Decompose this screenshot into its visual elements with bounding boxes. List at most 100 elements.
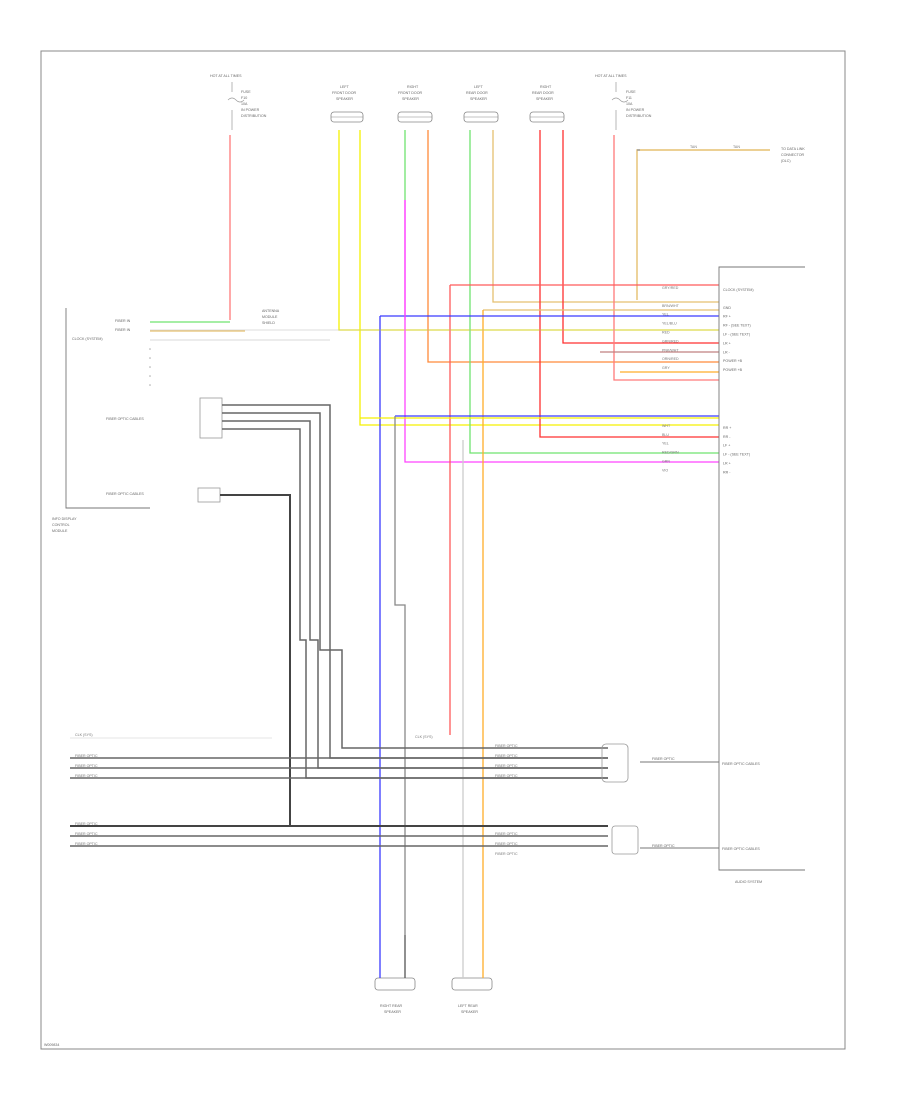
amp-pin-label: LR - — [723, 350, 731, 354]
svg-text:SPEAKER: SPEAKER — [470, 97, 487, 101]
amp-pin-label: RR + — [723, 426, 731, 430]
amp-pin-label: GND — [723, 306, 731, 310]
fuse-left: HOT AT ALL TIMES FUSE F10 10A IN POWER D… — [210, 74, 267, 130]
svg-text:SPEAKER: SPEAKER — [402, 97, 419, 101]
svg-text:FUSE: FUSE — [241, 90, 251, 94]
svg-text:FIBER OPTIC: FIBER OPTIC — [75, 832, 98, 836]
svg-text:FIBER IN: FIBER IN — [115, 319, 131, 323]
svg-text:TO DATA LINK: TO DATA LINK — [781, 147, 805, 151]
fuse-right: HOT AT ALL TIMES FUSE F11 10A IN POWER D… — [595, 74, 652, 130]
svg-text:FIBER OPTIC: FIBER OPTIC — [495, 774, 518, 778]
svg-text:RIGHT: RIGHT — [407, 85, 419, 89]
speaker-right-front-door: RIGHT FRONT DOOR SPEAKER — [397, 85, 433, 123]
svg-text:FIBER OPTIC: FIBER OPTIC — [652, 757, 675, 761]
amp-pin-label: RR - — [723, 435, 731, 439]
svg-text:FIBER OPTIC CABLES: FIBER OPTIC CABLES — [722, 762, 760, 766]
svg-text:ANTENNA: ANTENNA — [262, 309, 280, 313]
svg-text:FIBER OPTIC: FIBER OPTIC — [75, 822, 98, 826]
svg-text:HOT AT ALL TIMES: HOT AT ALL TIMES — [210, 74, 242, 78]
svg-text:FIBER OPTIC: FIBER OPTIC — [75, 842, 98, 846]
svg-text:MODULE: MODULE — [52, 529, 68, 533]
svg-text:F10: F10 — [241, 96, 247, 100]
svg-text:DISTRIBUTION: DISTRIBUTION — [626, 114, 652, 118]
svg-text:SPEAKER: SPEAKER — [536, 97, 553, 101]
svg-text:LEFT REAR: LEFT REAR — [458, 1004, 478, 1008]
info-display-module: INFO DISPLAY CONTROL MODULE FIBER IN FIB… — [52, 308, 608, 827]
diagram-frame — [40, 50, 846, 1050]
amp-pin-wire-label: RED — [662, 331, 670, 335]
svg-text:CLK (SYS): CLK (SYS) — [415, 735, 433, 739]
svg-text:CLOCK (SYSTEM): CLOCK (SYSTEM) — [72, 337, 103, 341]
svg-text:FIBER OPTIC: FIBER OPTIC — [495, 744, 518, 748]
amp-pin-wire-label: BRN/WHT — [662, 304, 680, 308]
amp-pin-wire-label: GRN — [662, 460, 670, 464]
svg-text:FIBER OPTIC: FIBER OPTIC — [495, 842, 518, 846]
amp-pin-wire-label: GRY — [662, 366, 670, 370]
svg-text:AUDIO SYSTEM: AUDIO SYSTEM — [735, 880, 762, 884]
svg-text:FIBER OPTIC: FIBER OPTIC — [75, 754, 98, 758]
amp-pin-label: POWER +B — [723, 359, 743, 363]
svg-text:RIGHT: RIGHT — [540, 85, 552, 89]
amp-pin-wire-label: RED/GRN — [662, 451, 679, 455]
svg-text:RIGHT REAR: RIGHT REAR — [380, 1004, 403, 1008]
amp-pin-label: CLOCK (SYSTEM) — [723, 288, 754, 292]
svg-text:FRONT DOOR: FRONT DOOR — [398, 91, 422, 95]
svg-text:SPEAKER: SPEAKER — [461, 1010, 478, 1014]
amp-pin-wire-label: YEL/BLU — [662, 322, 677, 326]
svg-text:INFO DISPLAY: INFO DISPLAY — [52, 517, 77, 521]
svg-text:IN POWER: IN POWER — [626, 108, 645, 112]
page-id: W009834 — [44, 1043, 59, 1047]
amp-pin-label: LR + — [723, 462, 731, 466]
amp-pin-label: LR + — [723, 341, 731, 345]
bottom-wire-labels: CLK (SYS) FIBER OPTIC FIBER OPTIC FIBER … — [75, 733, 518, 856]
svg-text:FIBER OPTIC: FIBER OPTIC — [495, 764, 518, 768]
svg-text:FIBER IN: FIBER IN — [115, 328, 131, 332]
svg-text:FIBER OPTIC CABLES: FIBER OPTIC CABLES — [106, 417, 144, 421]
speaker-right-rear-door: RIGHT REAR DOOR SPEAKER — [529, 85, 565, 123]
svg-text:FUSE: FUSE — [626, 90, 636, 94]
svg-text:IN POWER: IN POWER — [241, 108, 260, 112]
svg-text:SPEAKER: SPEAKER — [336, 97, 353, 101]
amp-pin-wire-label: BLU — [662, 433, 669, 437]
svg-text:CONNECTOR: CONNECTOR — [781, 153, 804, 157]
svg-text:MODULE: MODULE — [262, 315, 278, 319]
svg-text:HOT AT ALL TIMES: HOT AT ALL TIMES — [595, 74, 627, 78]
amp-pin-label: RF - (SEE TEXT) — [723, 324, 751, 328]
svg-text:F11: F11 — [626, 96, 632, 100]
dlc-feed: TAN TAN TO DATA LINK CONNECTOR (DLC) — [636, 145, 805, 300]
amp-pin-label: LF - (SEE TEXT) — [723, 453, 750, 457]
svg-text:FIBER OPTIC: FIBER OPTIC — [495, 852, 518, 856]
svg-text:FIBER OPTIC: FIBER OPTIC — [75, 774, 98, 778]
bottom-bundles: FIBER OPTIC FIBER OPTIC — [70, 737, 719, 855]
svg-text:LEFT: LEFT — [340, 85, 350, 89]
rear-speaker-leads — [379, 935, 484, 978]
amp-pin-wire-label: WHT — [662, 424, 671, 428]
svg-text:10A: 10A — [241, 102, 248, 106]
speaker-left-rear-door: LEFT REAR DOOR SPEAKER — [463, 85, 499, 123]
amp-pin-wire-label: YEL — [662, 313, 669, 317]
amp-pin-label: LF + — [723, 444, 730, 448]
svg-text:CLK (SYS): CLK (SYS) — [75, 733, 93, 737]
amp-pin-wire-label: GRY/RED — [662, 286, 679, 290]
svg-text:REAR DOOR: REAR DOOR — [532, 91, 554, 95]
svg-text:SPEAKER: SPEAKER — [384, 1010, 401, 1014]
svg-text:TAN: TAN — [690, 145, 697, 149]
speaker-left-front-door: LEFT FRONT DOOR SPEAKER — [330, 85, 364, 123]
svg-text:SHIELD: SHIELD — [262, 321, 275, 325]
colored-wires — [150, 130, 719, 935]
amp-pin-label: RR - — [723, 470, 731, 474]
svg-text:FIBER OPTIC CABLES: FIBER OPTIC CABLES — [722, 847, 760, 851]
svg-text:CONTROL: CONTROL — [52, 523, 70, 527]
svg-text:TAN: TAN — [733, 145, 740, 149]
amp-pin-wire-label: VIO — [662, 468, 668, 472]
svg-text:DISTRIBUTION: DISTRIBUTION — [241, 114, 267, 118]
speaker-right-rear: RIGHT REAR SPEAKER — [374, 977, 416, 1014]
amp-pin-wire-label: PNK/WHT — [662, 348, 679, 352]
amp-pin-label: POWER +B — [723, 368, 743, 372]
svg-text:(DLC): (DLC) — [781, 159, 791, 163]
amp-pin-label: LF - (SEE TEXT) — [723, 333, 750, 337]
svg-text:FIBER OPTIC: FIBER OPTIC — [75, 764, 98, 768]
amp-pin-wire-label: ORN/RED — [662, 357, 679, 361]
amp-pin-wire-label: YEL — [662, 442, 669, 446]
